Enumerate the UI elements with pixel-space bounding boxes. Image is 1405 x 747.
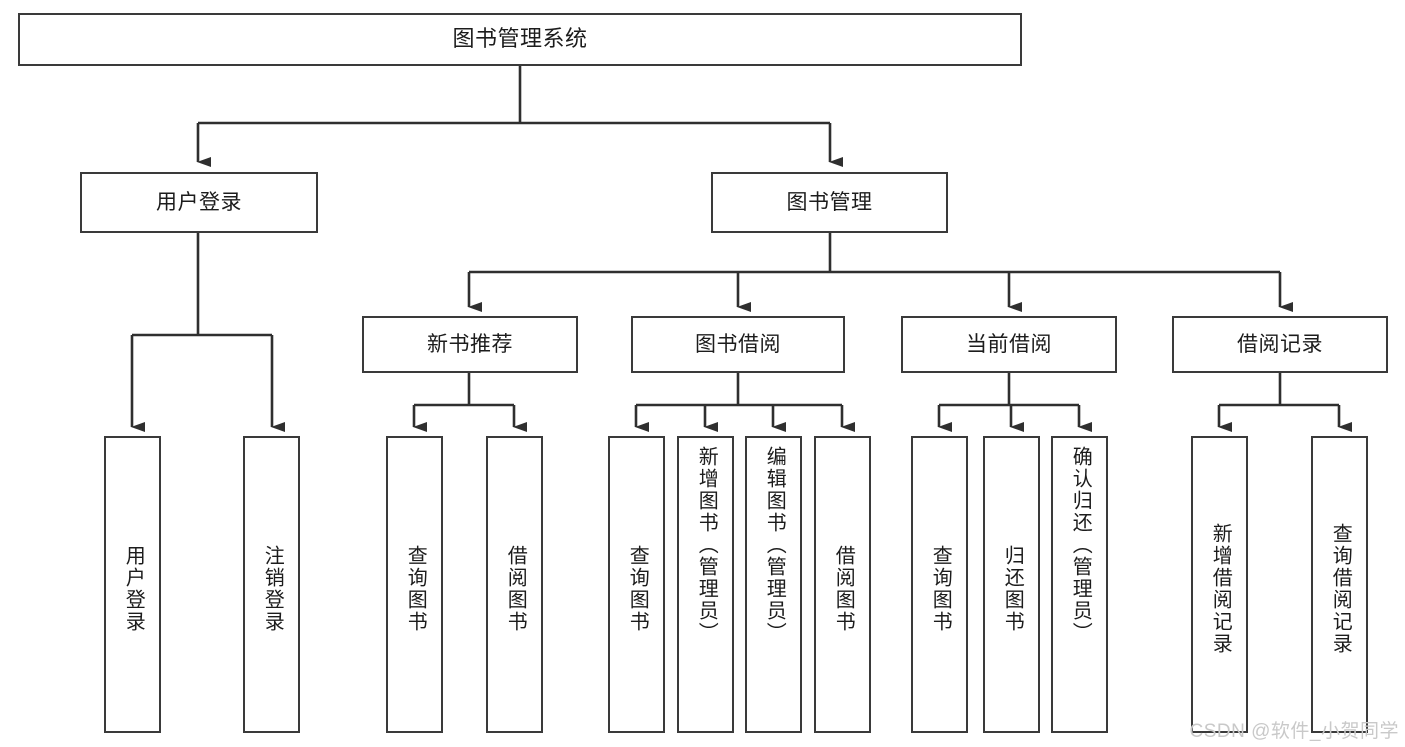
leaf-text-wrap: 查询图书: [913, 446, 966, 731]
node-leaf-borrow-book-2[interactable]: 借阅图书: [814, 436, 871, 733]
leaf-text-wrap: 查询图书: [388, 446, 441, 731]
node-label: 新增借阅记录: [1209, 522, 1232, 655]
leaf-text-wrap: 查询图书: [610, 446, 663, 731]
node-label: 新增图书（管理员）: [695, 446, 718, 644]
node-label: 借阅图书: [504, 544, 527, 633]
node-leaf-borrow-book-1[interactable]: 借阅图书: [486, 436, 543, 733]
node-leaf-confirm-return[interactable]: 确认归还（管理员）: [1051, 436, 1108, 733]
node-label: 归还图书: [1001, 544, 1024, 633]
leaf-text-wrap: 新增图书（管理员）: [679, 446, 732, 731]
leaf-text-wrap: 注销登录: [245, 446, 298, 731]
leaf-text-wrap: 借阅图书: [816, 446, 869, 731]
node-label: 当前借阅: [966, 332, 1052, 356]
node-leaf-add-book[interactable]: 新增图书（管理员）: [677, 436, 734, 733]
node-new-book-recommend[interactable]: 新书推荐: [362, 316, 578, 373]
node-label: 用户登录: [122, 544, 145, 633]
node-label: 查询图书: [404, 544, 427, 633]
node-label: 注销登录: [261, 544, 284, 633]
node-leaf-return-book[interactable]: 归还图书: [983, 436, 1040, 733]
node-leaf-query-book-2[interactable]: 查询图书: [608, 436, 665, 733]
leaf-text-wrap: 用户登录: [106, 446, 159, 731]
node-leaf-query-book-3[interactable]: 查询图书: [911, 436, 968, 733]
leaf-text-wrap: 编辑图书（管理员）: [747, 446, 800, 731]
leaf-text-wrap: 归还图书: [985, 446, 1038, 731]
node-borrow-record[interactable]: 借阅记录: [1172, 316, 1388, 373]
node-label: 借阅记录: [1237, 332, 1323, 356]
node-label: 查询图书: [626, 544, 649, 633]
node-label: 用户登录: [156, 190, 242, 214]
node-label: 借阅图书: [832, 544, 855, 633]
node-book-manage[interactable]: 图书管理: [711, 172, 948, 233]
node-label: 编辑图书（管理员）: [763, 446, 786, 644]
node-leaf-query-borrow-record[interactable]: 查询借阅记录: [1311, 436, 1368, 733]
node-current-borrow[interactable]: 当前借阅: [901, 316, 1117, 373]
node-label: 图书管理: [786, 190, 873, 214]
node-book-borrow[interactable]: 图书借阅: [631, 316, 845, 373]
node-leaf-add-borrow-record[interactable]: 新增借阅记录: [1191, 436, 1248, 733]
node-label: 新书推荐: [427, 332, 513, 356]
leaf-text-wrap: 借阅图书: [488, 446, 541, 731]
leaf-text-wrap: 确认归还（管理员）: [1053, 446, 1106, 731]
node-label: 确认归还（管理员）: [1069, 446, 1092, 644]
node-root-system[interactable]: 图书管理系统: [18, 13, 1022, 66]
node-leaf-edit-book[interactable]: 编辑图书（管理员）: [745, 436, 802, 733]
node-label: 查询图书: [929, 544, 952, 633]
node-label: 图书借阅: [695, 332, 781, 356]
node-leaf-query-book-1[interactable]: 查询图书: [386, 436, 443, 733]
node-leaf-logout-login[interactable]: 注销登录: [243, 436, 300, 733]
node-user-login[interactable]: 用户登录: [80, 172, 318, 233]
node-leaf-user-login[interactable]: 用户登录: [104, 436, 161, 733]
node-label: 查询借阅记录: [1329, 522, 1352, 655]
leaf-text-wrap: 查询借阅记录: [1313, 446, 1366, 731]
watermark-text: CSDN @软件_小贺同学: [1189, 721, 1399, 742]
leaf-text-wrap: 新增借阅记录: [1193, 446, 1246, 731]
node-root-label: 图书管理系统: [452, 26, 588, 52]
